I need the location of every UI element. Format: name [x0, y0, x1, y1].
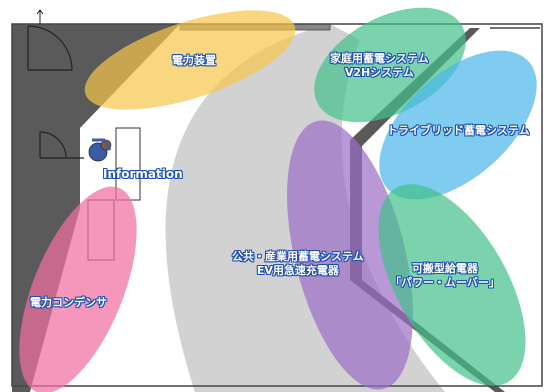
label-hybrid-storage[interactable]: トライブリッド蓄電システム	[387, 124, 530, 137]
label-public-storage-line2: EV用急速充電器	[256, 264, 339, 277]
label-capacitor[interactable]: 電力コンデンサ	[30, 296, 107, 309]
label-home-storage-line2: V2Hシステム	[344, 66, 414, 79]
label-portable-charger-line2: 「パワー・ムーバー」	[390, 276, 500, 289]
zone-capacitor[interactable]	[0, 171, 161, 392]
label-public-storage-line1: 公共・産業用蓄電システム	[232, 250, 364, 263]
label-home-storage-line1: 家庭用蓄電システム	[330, 52, 429, 65]
door-arc-top	[27, 25, 73, 71]
zone-power-device[interactable]	[74, 0, 307, 130]
label-portable-charger[interactable]: 可搬型給電器 「パワー・ムーバー」	[390, 262, 500, 290]
zone-portable-charger[interactable]	[348, 161, 547, 392]
entrance-arrow-icon	[36, 9, 44, 24]
staff-person-icon	[88, 138, 112, 162]
label-information[interactable]: Information	[103, 167, 183, 181]
zone-public-storage[interactable]	[263, 108, 437, 392]
info-counter	[115, 127, 141, 201]
door-arc-mid	[39, 131, 84, 159]
zone-hybrid-storage[interactable]	[353, 23, 547, 227]
label-power-device[interactable]: 電力装置	[172, 54, 216, 67]
label-portable-charger-line1: 可搬型給電器	[411, 262, 478, 275]
label-home-storage[interactable]: 家庭用蓄電システム V2Hシステム	[330, 52, 429, 80]
label-public-storage[interactable]: 公共・産業用蓄電システム EV用急速充電器	[232, 250, 364, 278]
